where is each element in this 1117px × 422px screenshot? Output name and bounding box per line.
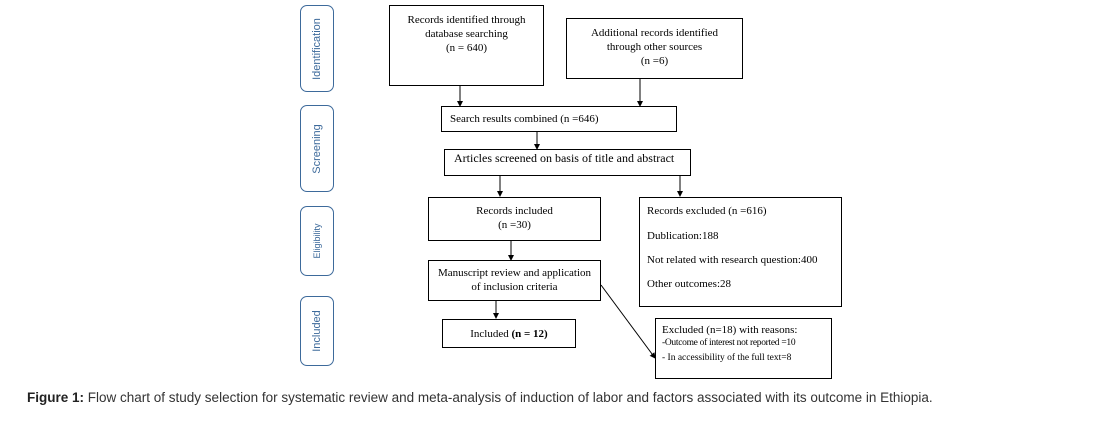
records-included-box: Records included (n =30) bbox=[428, 197, 601, 241]
stage-identification: Identification bbox=[300, 5, 334, 92]
records-included-count: (n =30) bbox=[498, 219, 531, 231]
records-excluded-title: Records excluded (n =616) bbox=[647, 205, 767, 217]
figure-caption-text: Flow chart of study selection for system… bbox=[84, 390, 933, 405]
figure-caption-label: Figure 1: bbox=[27, 390, 85, 405]
records-excluded-other: Other outcomes:28 bbox=[647, 278, 732, 290]
db-search-count: (n = 640) bbox=[445, 42, 488, 54]
excluded-reasons-item2: - In accessibility of the full text=8 bbox=[662, 353, 792, 363]
other-sources-box: Additional records identified through ot… bbox=[566, 18, 743, 79]
stage-included: Included bbox=[300, 296, 334, 366]
combined-text: Search results combined (n =646) bbox=[450, 113, 599, 125]
db-search-line2: database searching bbox=[425, 28, 508, 40]
screened-box: Articles screened on basis of title and … bbox=[444, 149, 691, 176]
final-included-box: Included (n = 12) bbox=[442, 319, 576, 348]
excluded-reasons-title: Excluded (n=18) with reasons: bbox=[662, 324, 798, 336]
manuscript-review-line2: of inclusion criteria bbox=[471, 281, 558, 293]
manuscript-review-line1: Manuscript review and application bbox=[437, 267, 592, 279]
other-sources-line2: through other sources bbox=[606, 41, 703, 53]
db-search-box: Records identified through database sear… bbox=[389, 5, 544, 86]
stage-screening: Screening bbox=[300, 105, 334, 192]
manuscript-review-box: Manuscript review and application of inc… bbox=[428, 260, 601, 301]
stage-eligibility: Eligibility bbox=[300, 206, 334, 276]
other-sources-count: (n =6) bbox=[640, 55, 669, 67]
final-included-label: Included bbox=[470, 328, 512, 340]
excluded-reasons-item1: -Outcome of interest not reported =10 bbox=[662, 338, 796, 348]
final-included-count: (n = 12) bbox=[511, 328, 548, 340]
figure-caption: Figure 1: Flow chart of study selection … bbox=[27, 390, 1117, 405]
records-excluded-duplication: Dublication:188 bbox=[647, 230, 719, 242]
records-excluded-box: Records excluded (n =616) Dublication:18… bbox=[639, 197, 842, 307]
excluded-reasons-box: Excluded (n=18) with reasons: -Outcome o… bbox=[655, 318, 832, 379]
combined-box: Search results combined (n =646) bbox=[441, 106, 677, 132]
db-search-line1: Records identified through bbox=[407, 14, 526, 26]
records-excluded-not-related: Not related with research question:400 bbox=[647, 254, 818, 266]
records-included-line1: Records included bbox=[476, 205, 553, 217]
arrow-review-to-excluded-reasons bbox=[600, 284, 656, 359]
other-sources-line1: Additional records identified bbox=[590, 27, 719, 39]
screened-text: Articles screened on basis of title and … bbox=[454, 151, 675, 165]
